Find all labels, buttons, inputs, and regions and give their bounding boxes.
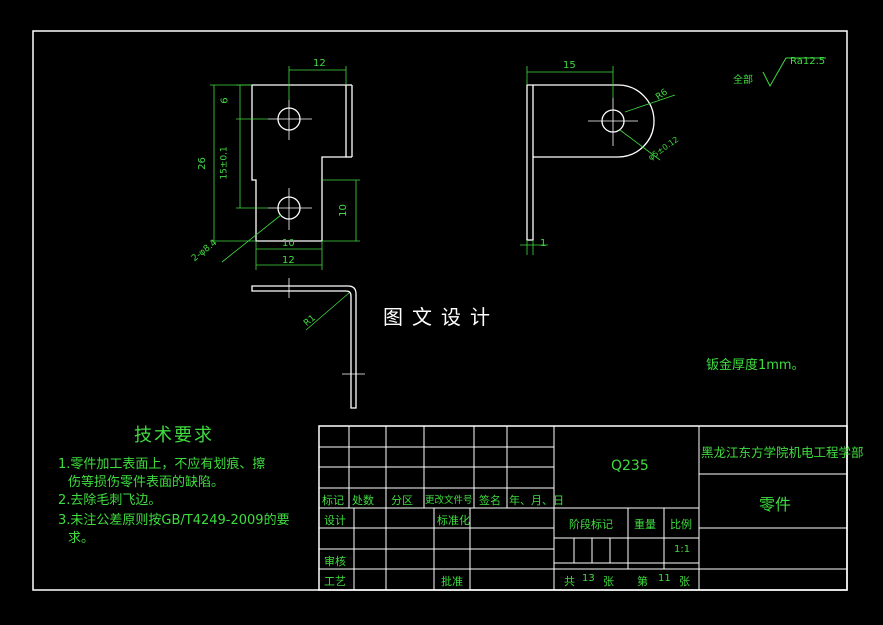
tech-req-line: 3.未注公差原则按GB/T4249-2009的要 xyxy=(58,513,290,528)
dim-lower-height: 10 xyxy=(337,204,349,217)
side-view-centerlines xyxy=(526,98,638,200)
side-view-dimensions xyxy=(520,66,676,255)
surface-finish-label: 全部 xyxy=(733,75,753,86)
rev-header: 更改文件号 xyxy=(425,495,473,506)
watermark-text: 图文设计 xyxy=(383,305,499,329)
dim-hole-offset: 6 xyxy=(219,97,231,104)
tech-req-line: 2.去除毛刺飞边。 xyxy=(58,493,162,508)
tech-req-line: 伤等损伤零件表面的缺陷。 xyxy=(68,475,225,490)
dim-side-width: 15 xyxy=(563,60,576,71)
sheet-no-unit: 张 xyxy=(679,575,690,588)
review-label: 审核 xyxy=(324,555,346,568)
bend-profile-centerlines xyxy=(288,278,365,375)
bend-profile xyxy=(251,285,357,409)
institution-name: 黑龙江东方学院机电工程学部 xyxy=(701,445,864,460)
sheets-total: 13 xyxy=(582,573,595,584)
material-value: Q235 xyxy=(611,458,649,474)
dim-lower-outer: 12 xyxy=(282,255,295,266)
front-view-centerlines xyxy=(268,100,312,230)
bend-dimensions xyxy=(305,292,350,331)
design-label: 设计 xyxy=(324,514,346,527)
rev-header: 年、月、日 xyxy=(509,494,564,507)
sheet-no-label: 第 xyxy=(637,575,648,588)
sheets-total-label: 共 xyxy=(564,575,575,588)
dim-hole-spacing: 15±0.1 xyxy=(219,146,230,180)
tech-req-line: 求。 xyxy=(68,531,95,546)
tech-req-line: 1.零件加工表面上，不应有划痕、擦 xyxy=(58,457,266,472)
stage-mark-label: 阶段标记 xyxy=(569,518,613,531)
thickness-note: 钣金厚度1mm。 xyxy=(706,358,805,373)
dim-top-width: 12 xyxy=(313,58,326,69)
sheet-no: 11 xyxy=(658,573,671,584)
title-block-grid xyxy=(318,425,848,591)
rev-header: 标记 xyxy=(322,494,344,507)
tech-req-title: 技术要求 xyxy=(134,425,214,446)
surface-finish-value: Ra12.5 xyxy=(790,56,826,67)
rev-header: 签名 xyxy=(479,494,501,507)
part-name: 零件 xyxy=(759,495,792,514)
dim-thickness: 1 xyxy=(540,238,547,249)
weight-label: 重量 xyxy=(634,518,656,531)
rev-header: 分区 xyxy=(391,494,413,507)
dim-overall-height: 26 xyxy=(196,157,208,170)
surface-finish-symbol xyxy=(762,57,826,88)
rev-header: 处数 xyxy=(352,494,374,507)
standardization-label: 标准化 xyxy=(437,514,470,527)
process-label: 工艺 xyxy=(324,575,346,588)
approve-label: 批准 xyxy=(441,575,463,588)
scale-value: 1:1 xyxy=(674,544,691,555)
dim-lower-inner: 10 xyxy=(282,238,295,249)
front-view-dimensions xyxy=(210,66,360,270)
scale-label: 比例 xyxy=(670,518,692,531)
sheets-unit: 张 xyxy=(603,575,614,588)
front-view xyxy=(251,84,353,242)
